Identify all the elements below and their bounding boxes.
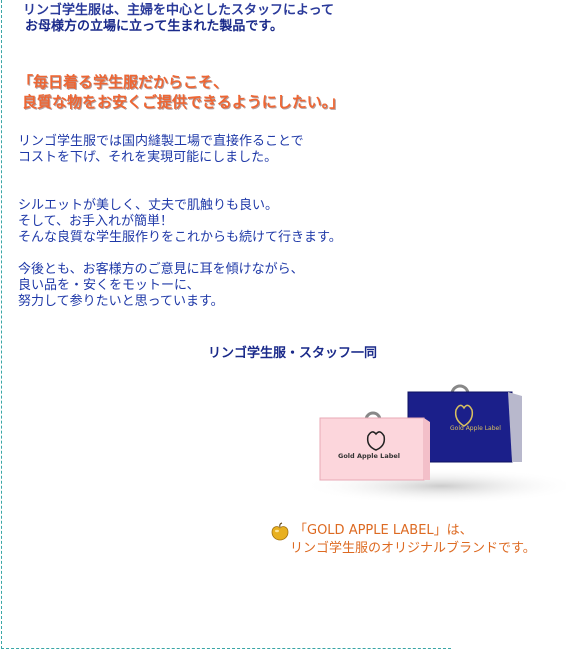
paragraph-line: シルエットが美しく、丈夫で肌触りも良い。 (18, 198, 279, 213)
dashed-border-bottom (1, 648, 451, 649)
intro-text: リンゴ学生服は、主婦を中心としたスタッフによって お母様方の立場に立って生まれた… (23, 3, 443, 35)
paragraph-line: コストを下げ、それを実現可能にしました。 (18, 150, 278, 165)
intro-line-1: リンゴ学生服は、主婦を中心としたスタッフによって (23, 3, 334, 18)
pink-bag-label: Gold Apple Label (338, 452, 400, 460)
staff-signature: リンゴ学生服・スタッフ一同 (208, 346, 378, 361)
pink-bag: Gold Apple Label (319, 411, 430, 481)
paragraph-line: リンゴ学生服では国内縫製工場で直接作ることで (18, 134, 304, 149)
slogan-line-1: 「毎日着る学生服だからこそ、 (18, 73, 229, 91)
brand-note-line-2: リンゴ学生服のオリジナルブランドです。 (290, 541, 536, 556)
paragraph-line: そんな良質な学生服作りをこれからも続けて行きます。 (18, 230, 342, 245)
paragraph-quality: シルエットが美しく、丈夫で肌触りも良い。 そして、お手入れが簡単！ そんな良質な… (18, 198, 498, 246)
paragraph-line: 今後とも、お客様方のご意見に耳を傾けながら、 (18, 262, 304, 277)
slogan-line-2: 良質な物をお安くご提供できるようにしたい。」 (22, 93, 345, 111)
navy-bag-label: Gold Apple Label (450, 425, 501, 432)
paragraph-commitment: 今後とも、お客様方のご意見に耳を傾けながら、 良い品を・安くをモットーに、 努力… (18, 262, 498, 310)
shopping-bags-image: Gold Apple Label Gold Apple Label (301, 384, 566, 504)
paragraph-line: そして、お手入れが簡単！ (18, 214, 173, 229)
paragraph-factory: リンゴ学生服では国内縫製工場で直接作ることで コストを下げ、それを実現可能にしま… (18, 134, 498, 166)
brand-note-line-1: 「GOLD APPLE LABEL」は、 (294, 523, 473, 538)
gold-apple-icon (271, 522, 289, 541)
slogan: 「毎日着る学生服だからこそ、 良質な物をお安くご提供できるようにしたい。」 (18, 72, 438, 112)
paragraph-line: 努力して参りたいと思っています。 (18, 294, 224, 309)
dashed-border-left (1, 0, 2, 649)
intro-line-2: お母様方の立場に立って生まれた製品です。 (25, 19, 284, 34)
paragraph-line: 良い品を・安くをモットーに、 (18, 278, 200, 293)
